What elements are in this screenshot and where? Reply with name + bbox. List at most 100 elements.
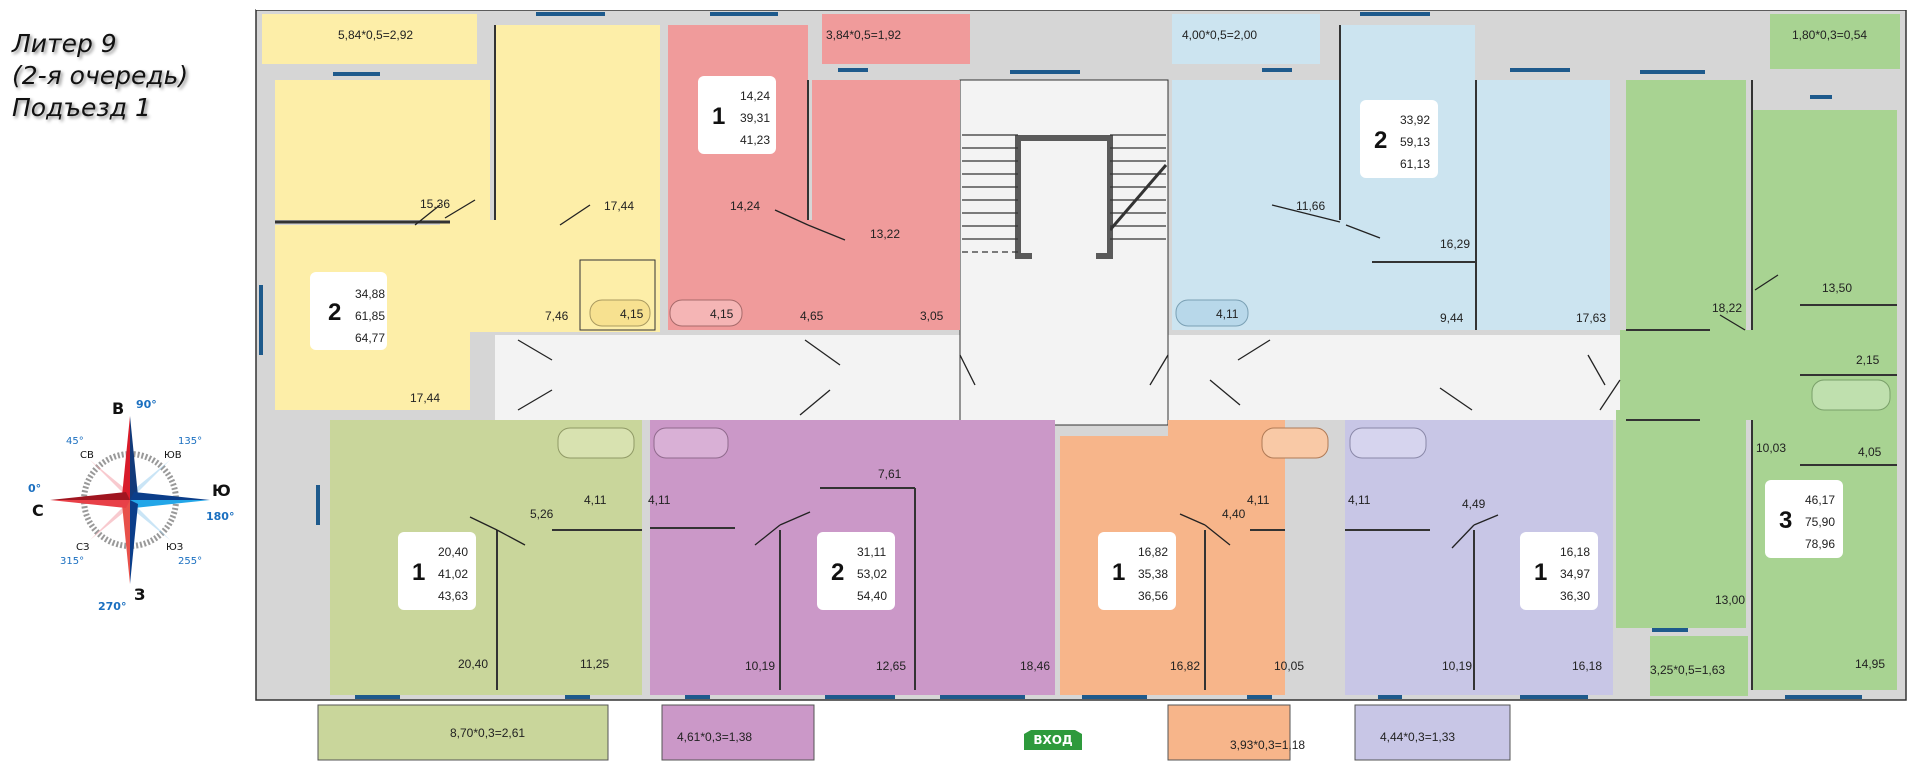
title-line-liter: Литер 9 [12, 29, 117, 58]
room-area: 18,46 [1020, 659, 1050, 673]
room-area: 16,29 [1440, 237, 1470, 251]
room-area: 2,15 [1856, 353, 1880, 367]
compass-south-degree: 180° [206, 510, 234, 523]
balcony-label: 3,93*0,3=1,18 [1230, 738, 1305, 752]
balcony-label: 5,84*0,5=2,92 [338, 28, 413, 42]
title-line-entrance: Подъезд 1 [12, 93, 151, 122]
compass-north-degree: 0° [28, 482, 41, 495]
rooms-count: 1 [412, 559, 425, 586]
compass-se-label: ЮВ [164, 450, 182, 461]
total-with-balcony-area: 78,96 [1805, 537, 1835, 551]
total-area: 59,13 [1400, 135, 1430, 149]
living-area: 20,40 [438, 545, 468, 559]
room-area: 3,05 [920, 309, 944, 323]
room-area: 17,44 [604, 199, 634, 213]
room-area: 4,11 [584, 493, 607, 507]
room-area: 20,40 [458, 657, 488, 671]
rooms-count: 3 [1779, 507, 1792, 534]
room-area: 4,15 [710, 307, 734, 321]
balcony-label: 4,00*0,5=2,00 [1182, 28, 1257, 42]
compass-se-degree: 135° [178, 436, 202, 447]
total-with-balcony-area: 43,63 [438, 589, 468, 603]
room-area: 4,11 [1247, 493, 1270, 507]
room-area: 4,11 [1216, 307, 1239, 321]
room-area: 4,05 [1858, 445, 1882, 459]
room-area: 10,19 [1442, 659, 1472, 673]
balcony-label: 4,44*0,3=1,33 [1380, 730, 1455, 744]
total-area: 41,02 [438, 567, 468, 581]
compass-west-label: З [134, 585, 145, 604]
room-area: 15,36 [420, 197, 450, 211]
apartment-olive[interactable] [317, 420, 642, 761]
room-area: 10,19 [745, 659, 775, 673]
building-title: Литер 9 (2-я очередь) Подъезд 1 [12, 28, 188, 124]
room-labels: 5,84*0,5=2,92 15,36 17,44 7,46 4,15 17,4… [338, 28, 1885, 752]
compass-west-degree: 270° [98, 600, 126, 613]
compass-nw-label: СЗ [76, 542, 89, 553]
compass-east-label: В [112, 399, 124, 418]
room-area: 17,63 [1576, 311, 1606, 325]
room-area: 4,40 [1222, 507, 1246, 521]
card-olive: 1 20,40 41,02 43,63 [398, 532, 476, 610]
compass-north-label: С [32, 501, 44, 520]
total-area: 39,31 [740, 111, 770, 125]
total-with-balcony-area: 64,77 [355, 331, 385, 345]
rooms-count: 2 [328, 299, 341, 326]
room-area: 14,24 [730, 199, 760, 213]
card-lavender: 1 16,18 34,97 36,30 [1520, 532, 1598, 610]
rooms-count: 1 [712, 103, 725, 130]
compass-nw-degree: 315° [60, 556, 84, 567]
room-area: 11,25 [580, 657, 609, 671]
rooms-count: 2 [1374, 127, 1387, 154]
compass-south-label: Ю [212, 481, 231, 500]
total-with-balcony-area: 41,23 [740, 133, 770, 147]
card-blue: 2 33,92 59,13 61,13 [1360, 100, 1438, 178]
room-area: 7,61 [878, 467, 902, 481]
door-swings [414, 199, 1779, 549]
balcony-label: 3,84*0,5=1,92 [826, 28, 901, 42]
living-area: 16,82 [1138, 545, 1168, 559]
room-area: 4,15 [620, 307, 644, 321]
room-area: 4,49 [1462, 497, 1486, 511]
total-with-balcony-area: 61,13 [1400, 157, 1430, 171]
stair-steps [962, 134, 1168, 253]
room-area: 12,65 [876, 659, 906, 673]
card-green: 3 46,17 75,90 78,96 [1765, 480, 1843, 558]
balcony-label: 8,70*0,3=2,61 [450, 726, 525, 740]
apartment-blue[interactable] [1172, 14, 1610, 330]
rooms-count: 1 [1112, 559, 1125, 586]
living-area: 31,11 [857, 545, 886, 559]
room-area: 4,11 [648, 493, 671, 507]
room-area: 10,05 [1274, 659, 1304, 673]
total-area: 34,97 [1560, 567, 1590, 581]
stair-core [1015, 135, 1113, 259]
room-area: 16,18 [1572, 659, 1602, 673]
total-with-balcony-area: 36,56 [1138, 589, 1168, 603]
living-area: 46,17 [1805, 493, 1835, 507]
balcony-label: 3,25*0,5=1,63 [1650, 663, 1725, 677]
room-area: 5,26 [530, 507, 554, 521]
room-area: 16,82 [1170, 659, 1200, 673]
card-purple: 2 31,11 53,02 54,40 [817, 532, 895, 610]
living-area: 16,18 [1560, 545, 1590, 559]
total-area: 53,02 [857, 567, 887, 581]
total-with-balcony-area: 36,30 [1560, 589, 1590, 603]
compass-sw-label: ЮЗ [166, 542, 183, 553]
compass-ne-label: СВ [80, 450, 94, 461]
room-area: 7,46 [545, 309, 569, 323]
compass-sw-degree: 255° [178, 556, 202, 567]
room-area: 4,11 [1348, 493, 1371, 507]
room-area: 18,22 [1712, 301, 1742, 315]
total-area: 35,38 [1138, 567, 1168, 581]
card-yellow: 2 34,88 61,85 64,77 [310, 272, 387, 350]
room-area: 13,50 [1822, 281, 1852, 295]
living-area: 34,88 [355, 287, 385, 301]
windows [259, 12, 1862, 699]
room-area: 13,00 [1715, 593, 1745, 607]
apartment-yellow[interactable] [262, 14, 660, 410]
title-line-stage: (2-я очередь) [12, 61, 189, 90]
compass-rose-icon: В 90° Ю 180° С 0° З 270° СВ 45° ЮВ 135° … [28, 398, 234, 613]
room-area: 9,44 [1440, 311, 1464, 325]
apartment-green[interactable] [1616, 14, 1900, 696]
